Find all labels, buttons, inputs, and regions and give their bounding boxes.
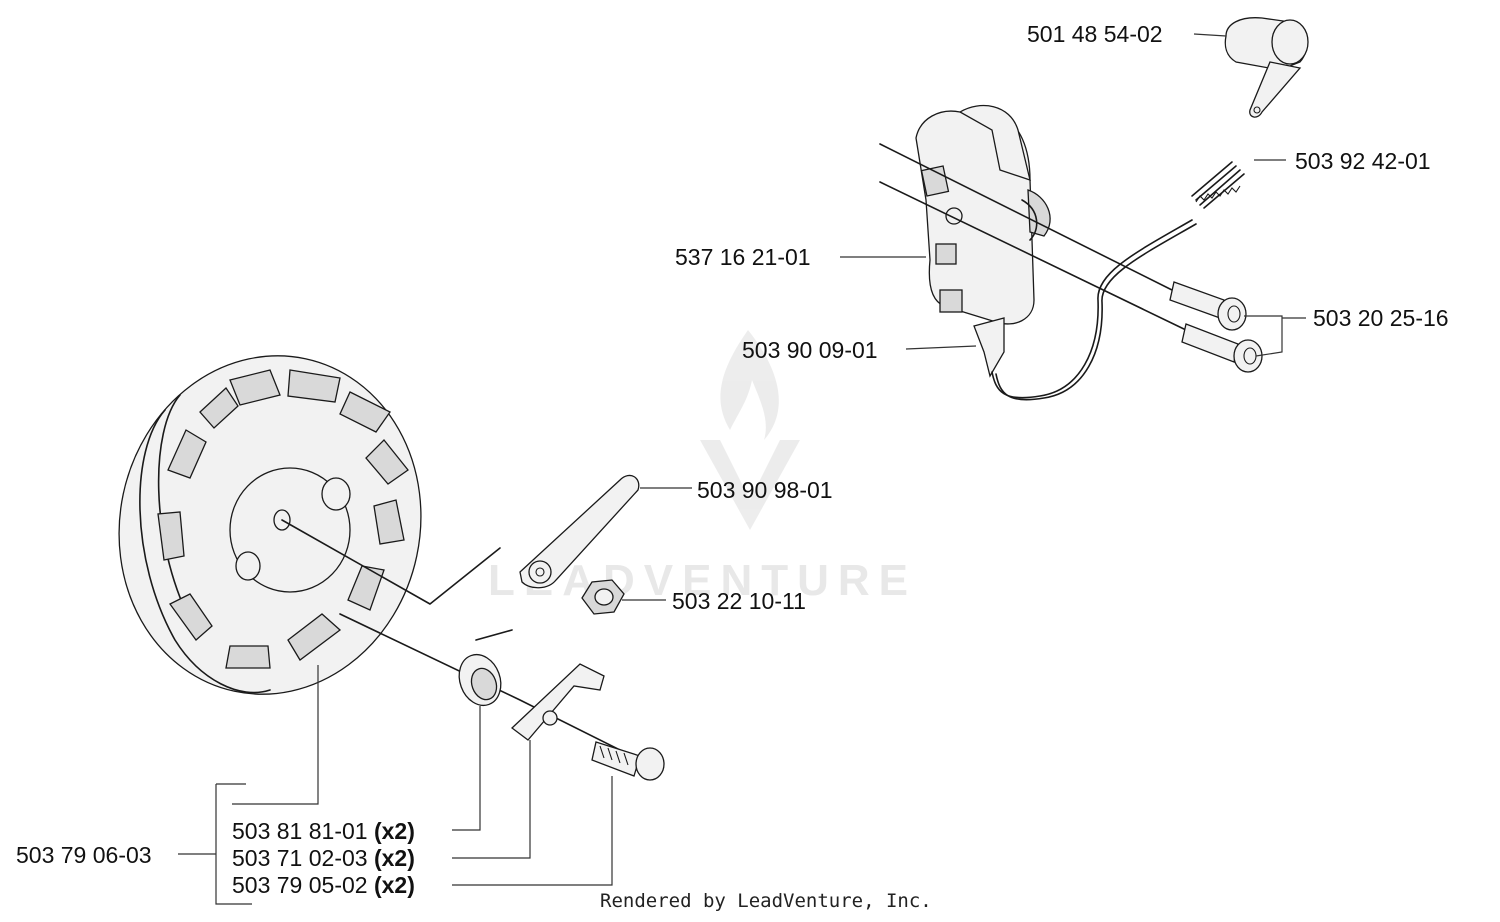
label-pawl-number: 503 71 02-03 (232, 845, 368, 871)
connector-part[interactable] (973, 219, 1197, 401)
label-flywheel[interactable]: 503 79 06-03 (16, 842, 152, 868)
label-connector[interactable]: 503 90 09-01 (742, 337, 878, 363)
nut-part[interactable] (581, 579, 625, 615)
leader-lines (178, 33, 1306, 905)
screws-part[interactable] (1169, 281, 1263, 373)
label-pawl[interactable]: 503 71 02-03 (x2) (232, 845, 415, 871)
credit-text: Rendered by LeadVenture, Inc. (600, 890, 932, 912)
label-pawl-bolt-number: 503 79 05-02 (232, 872, 368, 898)
pawl-part[interactable] (510, 663, 605, 741)
label-screws[interactable]: 503 20 25-16 (1313, 305, 1449, 331)
label-ignition-module[interactable]: 537 16 21-01 (675, 244, 811, 270)
watermark-logo-icon (700, 330, 800, 530)
label-spring[interactable]: 503 92 42-01 (1295, 148, 1431, 174)
label-ignition-cap[interactable]: 501 48 54-02 (1027, 21, 1163, 47)
label-nut[interactable]: 503 22 10-11 (672, 588, 806, 614)
pawl-spring-part[interactable] (452, 629, 513, 711)
label-pawl-spring-number: 503 81 81-01 (232, 818, 368, 844)
label-pawl-spring-qty: (x2) (373, 818, 415, 844)
label-short-circuit-cable[interactable]: 503 90 98-01 (697, 477, 833, 503)
ignition-cap-part[interactable] (1224, 17, 1309, 118)
short-circuit-cable-part[interactable] (519, 474, 640, 589)
label-pawl-qty: (x2) (373, 845, 415, 871)
ignition-module-part[interactable] (879, 104, 1187, 331)
label-pawl-bolt[interactable]: 503 79 05-02 (x2) (232, 872, 415, 898)
pawl-bolt-part[interactable] (591, 741, 665, 781)
label-pawl-bolt-qty: (x2) (373, 872, 415, 898)
spring-part[interactable] (1191, 161, 1245, 209)
flywheel-fins (157, 369, 409, 669)
label-pawl-spring[interactable]: 503 81 81-01 (x2) (232, 818, 415, 844)
flywheel-part[interactable] (88, 328, 641, 761)
